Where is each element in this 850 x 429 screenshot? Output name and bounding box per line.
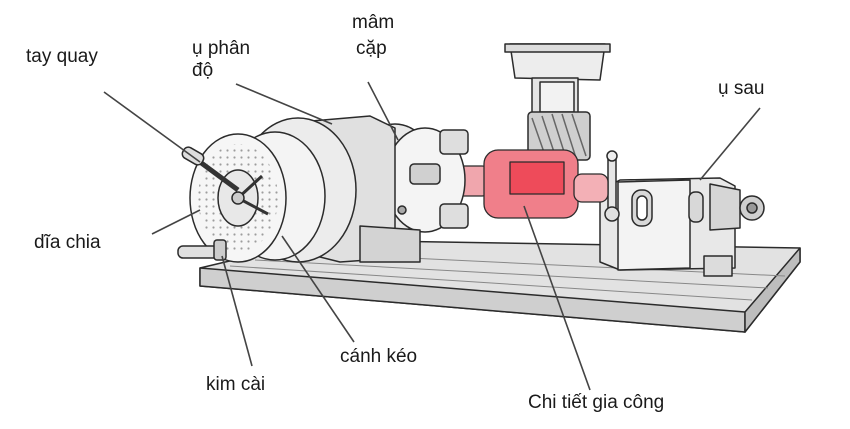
label-tay-quay: tay quay bbox=[26, 46, 98, 67]
label-chi-tiet-gia-cong: Chi tiết gia công bbox=[528, 392, 665, 413]
label-mam-cap-line2: cặp bbox=[356, 38, 387, 59]
label-dia-chia: dĩa chia bbox=[34, 232, 101, 253]
label-mam-cap-line1: mâm bbox=[352, 12, 395, 33]
index-plate bbox=[177, 133, 287, 263]
tailstock bbox=[599, 150, 765, 277]
label-u-phan-do-line1: ụ phân bbox=[192, 38, 251, 59]
milling-cutter bbox=[504, 43, 611, 161]
label-u-phan-do-line2: độ bbox=[192, 60, 214, 81]
leader-lines bbox=[103, 81, 761, 391]
label-canh-keo: cánh kéo bbox=[340, 346, 418, 367]
label-u-sau: ụ sau bbox=[718, 78, 765, 99]
label-kim-cai: kim cài bbox=[206, 374, 266, 395]
